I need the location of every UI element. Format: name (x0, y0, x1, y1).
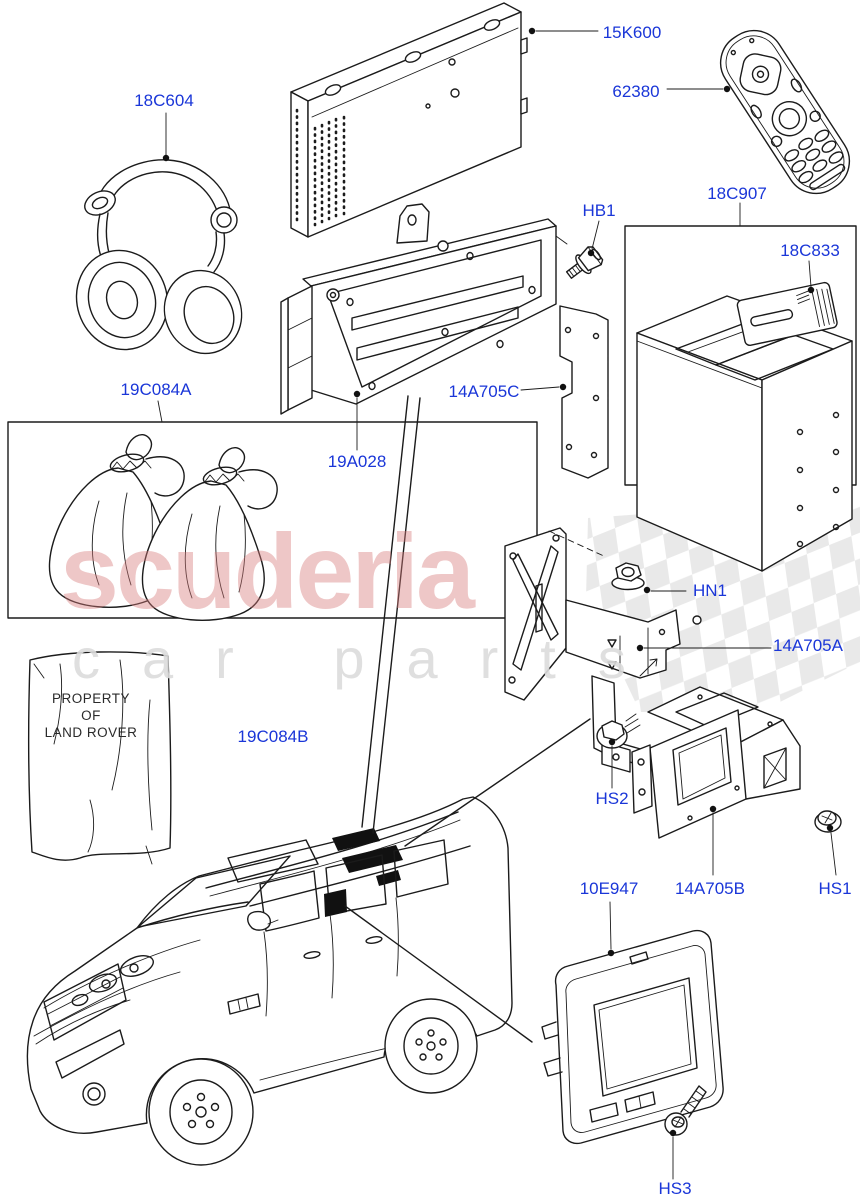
part-label-10E947: 10E947 (579, 879, 639, 898)
remote-control-drawing (719, 29, 851, 195)
mounting-bracket-drawing (280, 203, 557, 415)
part-label-62380: 62380 (612, 82, 660, 101)
storage-bags-kit-drawing (7, 421, 538, 621)
property-bag-text: PROPERTY OF LAND ROVER (38, 690, 144, 741)
part-label-14A705A: 14A705A (773, 636, 843, 655)
part-label-HB1: HB1 (582, 201, 616, 220)
part-label-18C833: 18C833 (780, 241, 840, 260)
display-screen-drawing (541, 929, 724, 1145)
part-label-18C907: 18C907 (707, 184, 767, 203)
property-bag-text-line: LAND ROVER (44, 725, 138, 740)
media-player-module-drawing (290, 2, 528, 238)
vehicle-drawing (26, 796, 513, 1166)
headphones-drawing (75, 159, 243, 355)
bolt-hb1-drawing (565, 246, 604, 279)
leader-lines (157, 27, 837, 1180)
screw-hs2-drawing (596, 713, 641, 749)
side-plate-drawing (559, 305, 609, 479)
part-label-HS2: HS2 (595, 789, 629, 808)
disc-magazine-drawing (736, 281, 838, 347)
part-label-19C084A: 19C084A (120, 380, 192, 399)
disc-changer-drawing (636, 295, 853, 572)
part-label-18C604: 18C604 (134, 91, 194, 110)
part-label-HS3: HS3 (658, 1179, 692, 1198)
screw-hs3-drawing (664, 1085, 707, 1136)
screw-hs1-drawing (814, 810, 842, 833)
channel-bracket-drawing (631, 686, 801, 839)
property-bag-text-line: OF (81, 708, 101, 723)
part-label-19A028: 19A028 (327, 452, 387, 471)
part-label-14A705B: 14A705B (675, 879, 745, 898)
part-label-HN1: HN1 (692, 581, 728, 600)
flange-nut-drawing (611, 562, 645, 591)
protective-bag-drawing (27, 651, 172, 861)
property-bag-text-line: PROPERTY (51, 691, 131, 706)
part-label-15K600: 15K600 (602, 23, 662, 42)
part-label-14A705C: 14A705C (448, 382, 520, 401)
part-label-19C084B: 19C084B (237, 727, 309, 746)
part-label-HS1: HS1 (818, 879, 852, 898)
